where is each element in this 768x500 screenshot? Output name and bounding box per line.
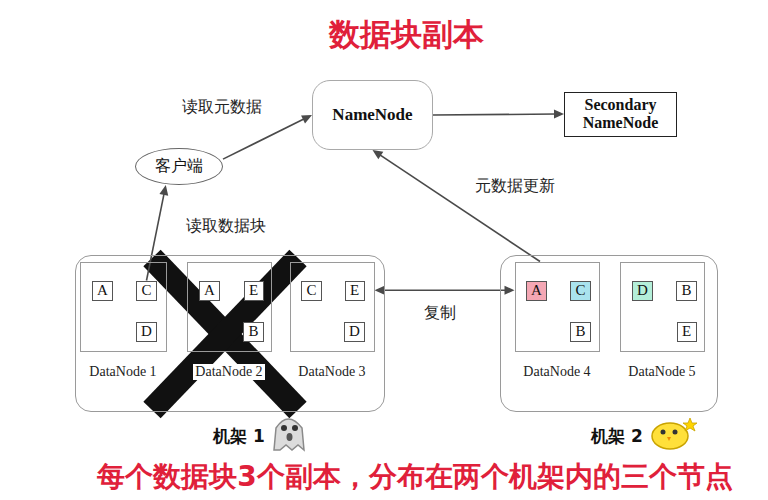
data-block: C — [570, 281, 591, 301]
block-letter: A — [531, 283, 542, 298]
cross-stroke — [152, 258, 298, 410]
diagram-caption: 每个数据块3个副本，分布在两个机架内的三个节点 — [97, 458, 732, 496]
connector-line — [147, 193, 165, 281]
datanode-label: DataNode 2 — [193, 364, 264, 380]
bird-body — [652, 423, 688, 449]
cross-stroke — [152, 258, 298, 410]
rack-label: 机架 1 — [213, 425, 265, 448]
data-block: D — [344, 322, 365, 342]
connector — [373, 150, 541, 262]
yellow-bird-icon — [652, 418, 697, 449]
node-label: Secondary NameNode — [565, 96, 676, 133]
block-letter: D — [349, 324, 360, 339]
block-letter: B — [248, 324, 258, 339]
block-letter: C — [306, 283, 316, 298]
block-letter: C — [141, 283, 151, 298]
data-block: A — [526, 281, 547, 301]
block-letter: E — [350, 283, 359, 298]
bird-eye — [281, 425, 287, 431]
block-letter: E — [249, 283, 258, 298]
data-block: B — [676, 281, 697, 301]
arrow-head — [301, 115, 312, 123]
block-letter: A — [97, 283, 108, 298]
rack-region: 机架 1DataNode 1ACDDataNode 2AEBDataNode 3… — [75, 255, 385, 412]
datanode-label: DataNode 5 — [626, 364, 697, 380]
arrow-head — [554, 110, 564, 119]
arrow-head — [373, 150, 384, 159]
data-block: C — [301, 281, 322, 301]
grey-bird-icon — [274, 419, 304, 450]
bird-eye — [673, 430, 678, 435]
block-letter: B — [575, 324, 585, 339]
arrow-head — [505, 286, 515, 295]
connector — [223, 115, 312, 159]
bird-mouth — [287, 433, 293, 441]
connector-line — [223, 119, 305, 160]
edge-label: 读取数据块 — [184, 216, 268, 237]
block-letter: D — [637, 283, 648, 298]
bird-beak — [667, 437, 671, 441]
connector-line — [433, 113, 556, 116]
connector-line — [379, 154, 540, 261]
datanode-label: DataNode 1 — [87, 364, 158, 380]
datanode-box: DataNode 3CED — [290, 262, 375, 352]
connector — [433, 110, 564, 119]
block-letter: A — [204, 283, 215, 298]
edge-label: 复制 — [422, 303, 458, 324]
data-block: E — [345, 281, 365, 301]
failure-cross — [152, 258, 298, 410]
datanode-box: DataNode 4ACB — [515, 262, 600, 352]
bird-eye — [292, 425, 298, 431]
block-letter: C — [575, 283, 585, 298]
arrow-head — [375, 286, 385, 295]
edge-label: 读取元数据 — [180, 97, 264, 118]
datanode-box: DataNode 5DBE — [620, 262, 705, 352]
data-block: E — [677, 322, 697, 342]
rack-label: 机架 2 — [591, 425, 643, 448]
rack-region: 机架 2DataNode 4ACBDataNode 5DBE — [500, 255, 718, 412]
data-block: D — [632, 281, 653, 301]
datanode-box: DataNode 1ACD — [80, 262, 167, 352]
datanode-box: DataNode 2AEB — [187, 262, 272, 352]
diagram-title: 数据块副本 — [329, 14, 484, 56]
data-block: C — [136, 281, 157, 301]
connector-line — [383, 289, 507, 291]
namenode-box: NameNode — [312, 80, 433, 150]
data-block: D — [136, 322, 157, 342]
client-ellipse: 客户端 — [135, 148, 223, 185]
star — [683, 418, 697, 431]
connector — [147, 185, 169, 281]
edge-label: 元数据更新 — [473, 176, 557, 197]
bird-body — [274, 419, 304, 450]
data-block: B — [570, 322, 591, 342]
block-letter: D — [141, 324, 152, 339]
data-block: B — [243, 322, 264, 342]
block-letter: B — [681, 283, 691, 298]
block-letter: E — [682, 324, 691, 339]
node-label: NameNode — [332, 105, 412, 125]
node-label: 客户端 — [155, 156, 203, 177]
data-block: A — [199, 281, 220, 301]
datanode-label: DataNode 3 — [296, 364, 367, 380]
data-block: E — [244, 281, 264, 301]
datanode-label: DataNode 4 — [521, 364, 592, 380]
data-block: A — [92, 281, 113, 301]
secondary-namenode-box: Secondary NameNode — [564, 92, 677, 137]
bird-eye — [661, 430, 666, 435]
arrow-head — [159, 185, 168, 196]
connector — [375, 286, 515, 295]
